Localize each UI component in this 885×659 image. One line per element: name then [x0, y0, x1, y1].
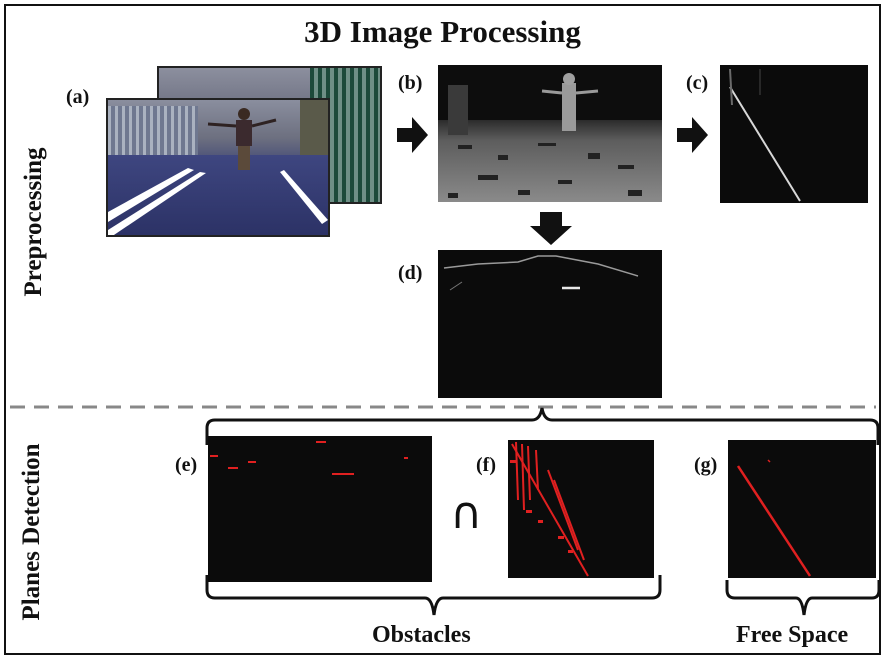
- section-label-preprocessing: Preprocessing: [20, 147, 47, 297]
- free-space-v-map: [728, 440, 876, 578]
- free-space-label: Free Space: [736, 622, 849, 648]
- panel-label-g: (g): [694, 454, 718, 476]
- panel-label-e: (e): [175, 454, 198, 476]
- panel-label-f: (f): [476, 454, 496, 476]
- obstacle-u-map: [208, 436, 432, 582]
- panel-label-c: (c): [686, 72, 709, 94]
- u-disparity-map: [438, 250, 662, 398]
- v-disparity-map: [720, 65, 868, 203]
- figure-title: 3D Image Processing: [304, 14, 581, 49]
- panel-label-a: (a): [66, 86, 90, 108]
- section-label-planes-detection: Planes Detection: [18, 443, 45, 621]
- figure-frame: [4, 4, 881, 655]
- disparity-map: [438, 65, 662, 202]
- intersection-symbol: ∩: [450, 488, 483, 539]
- panel-label-d: (d): [398, 262, 423, 284]
- panel-label-b: (b): [398, 72, 423, 94]
- obstacles-label: Obstacles: [372, 622, 471, 648]
- obstacle-v-map: [508, 440, 654, 578]
- road-markings: [108, 108, 328, 235]
- stereo-photo-front: [106, 98, 330, 237]
